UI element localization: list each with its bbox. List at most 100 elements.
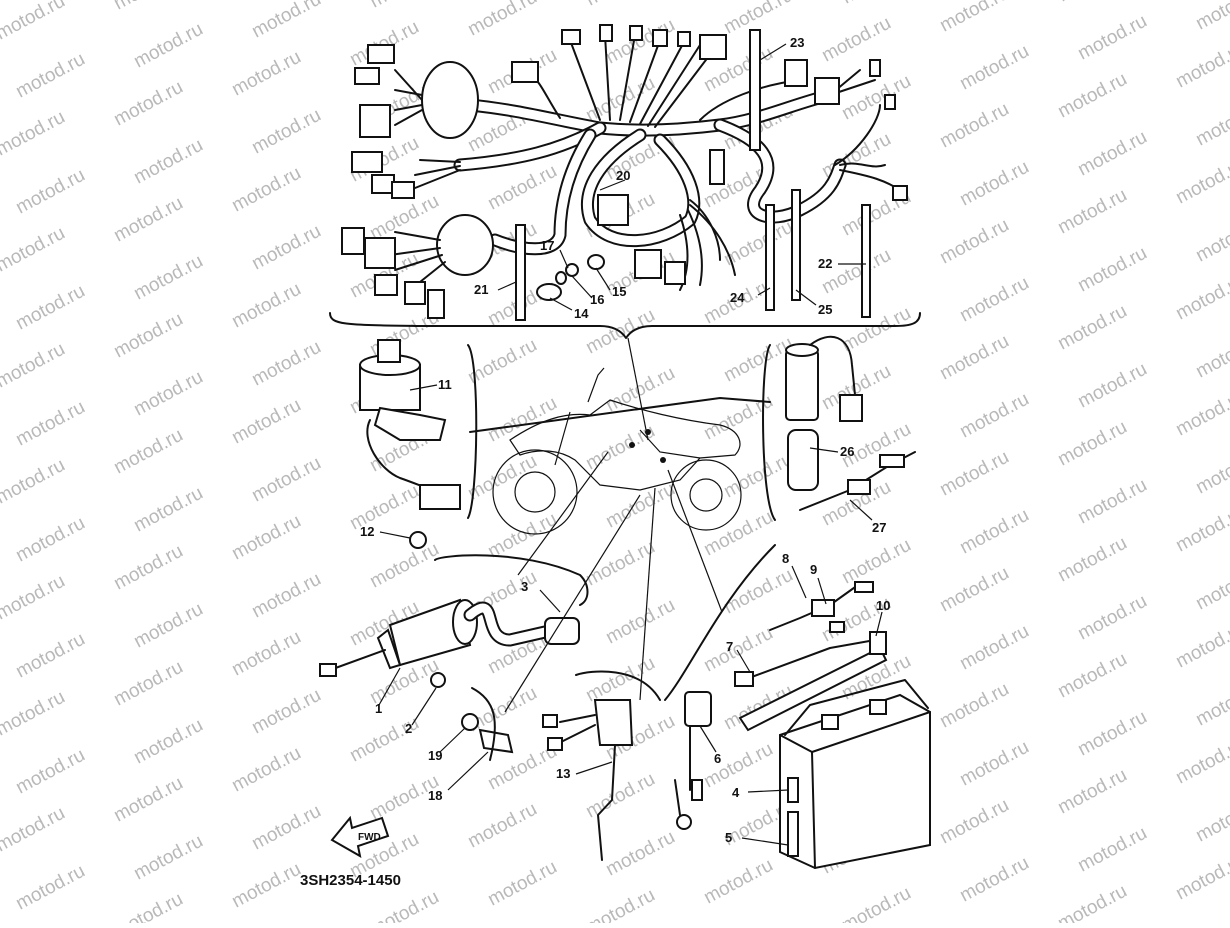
callout-11: 11 <box>438 377 452 392</box>
watermark-text: motod.ru <box>484 161 560 215</box>
watermark-text: motod.ru <box>346 481 422 535</box>
watermark-text: motod.ru <box>1192 793 1230 847</box>
watermark-text: motod.ru <box>464 0 540 40</box>
watermark-text: motod.ru <box>12 49 88 103</box>
callout-9: 9 <box>810 562 817 577</box>
watermark-text: motod.ru <box>1172 387 1230 441</box>
battery <box>664 544 931 870</box>
callout-2: 2 <box>405 721 412 736</box>
watermark-text: motod.ru <box>228 395 304 449</box>
watermark-text: motod.ru <box>700 855 776 909</box>
watermark-text: motod.ru <box>110 309 186 363</box>
watermark-text: motod.ru <box>1074 707 1150 761</box>
callout-leaders <box>378 43 883 846</box>
watermark-text: motod.ru <box>700 507 776 561</box>
watermark-text: motod.ru <box>1172 619 1230 673</box>
watermark-text: motod.ru <box>582 0 658 10</box>
watermark-text: motod.ru <box>720 449 796 503</box>
watermark-text: motod.ru <box>1172 155 1230 209</box>
watermark-text: motod.ru <box>1172 735 1230 789</box>
watermark-text: motod.ru <box>936 99 1012 153</box>
watermark-text: motod.ru <box>956 157 1032 211</box>
watermark-text: motod.ru <box>0 687 69 741</box>
callout-3: 3 <box>521 579 528 594</box>
watermark-text: motod.ru <box>248 685 324 739</box>
callout-18: 18 <box>428 788 442 803</box>
callout-8: 8 <box>782 551 789 566</box>
watermark-text: motod.ru <box>956 505 1032 559</box>
watermark-text: motod.ru <box>228 627 304 681</box>
watermark-text: motod.ru <box>956 41 1032 95</box>
watermark-text: motod.ru <box>110 541 186 595</box>
callout-7: 7 <box>726 639 733 654</box>
watermark-text: motod.ru <box>838 0 914 8</box>
watermark-text: motod.ru <box>130 715 206 769</box>
watermark-text: motod.ru <box>818 245 894 299</box>
watermark-text: motod.ru <box>582 653 658 707</box>
watermark-text: motod.ru <box>936 215 1012 269</box>
callout-6: 6 <box>714 751 721 766</box>
watermark-text: motod.ru <box>1192 561 1230 615</box>
watermark-text: motod.ru <box>936 679 1012 733</box>
watermark-text: motod.ru <box>130 483 206 537</box>
watermark-text: motod.ru <box>582 885 658 923</box>
callout-14: 14 <box>574 306 589 321</box>
watermark-text: motod.ru <box>12 745 88 799</box>
watermark-text: motod.ru <box>936 447 1012 501</box>
watermark-text: motod.ru <box>484 857 560 911</box>
watermark-text: motod.ru <box>936 331 1012 385</box>
watermark-text: motod.ru <box>130 831 206 885</box>
watermark-text: motod.ru <box>110 77 186 131</box>
watermark-text: motod.ru <box>248 0 324 42</box>
watermark-text: motod.ru <box>1192 0 1230 34</box>
watermark-text: motod.ru <box>12 513 88 567</box>
watermark-text: motod.ru <box>1192 97 1230 151</box>
watermark-text: motod.ru <box>0 455 69 509</box>
watermark-text: motod.ru <box>366 539 442 593</box>
watermark-text: motod.ru <box>1192 329 1230 383</box>
watermark-text: motod.ru <box>0 223 69 277</box>
watermark-text: motod.ru <box>1074 591 1150 645</box>
callout-24: 24 <box>730 290 745 305</box>
watermark-text: motod.ru <box>0 107 69 161</box>
ignition-coil <box>319 554 589 688</box>
callout-27: 27 <box>872 520 886 535</box>
watermark-text: motod.ru <box>228 743 304 797</box>
watermark-text: motod.ru <box>1192 677 1230 731</box>
watermark-text: motod.ru <box>1172 271 1230 325</box>
catalog-number: 3SH2354-1450 <box>300 872 401 889</box>
watermark-text: motod.ru <box>130 599 206 653</box>
watermark-text: motod.ru <box>0 571 69 625</box>
diode-assembly <box>762 335 916 521</box>
watermark-text: motod.ru <box>1074 823 1150 877</box>
watermark-text: motod.ru <box>1054 185 1130 239</box>
watermark-text: motod.ru <box>818 13 894 67</box>
callout-1: 1 <box>375 701 382 716</box>
callout-numbers: 1 2 3 4 5 6 7 8 9 10 11 12 13 14 15 16 1… <box>360 35 890 845</box>
watermark-text: motod.ru <box>582 537 658 591</box>
watermark-text: motod.ru <box>110 889 186 923</box>
watermark-text: motod.ru <box>582 769 658 823</box>
watermark-text: motod.ru <box>936 795 1012 849</box>
watermark-text: motod.ru <box>110 657 186 711</box>
watermark-text: motod.ru <box>110 0 186 14</box>
watermark-text: motod.ru <box>12 629 88 683</box>
sidestand-switch <box>542 670 661 861</box>
watermark-text: motod.ru <box>464 799 540 853</box>
callout-5: 5 <box>725 830 732 845</box>
front-arrow-icon: FWD <box>330 815 390 858</box>
watermark-text: motod.ru <box>1054 301 1130 355</box>
watermark-text: motod.ru <box>936 0 1012 36</box>
callout-13: 13 <box>556 766 570 781</box>
callout-4: 4 <box>732 785 740 800</box>
watermark-text: motod.ru <box>1074 243 1150 297</box>
callout-12: 12 <box>360 524 374 539</box>
watermark-text: motod.ru <box>228 859 304 913</box>
callout-16: 16 <box>590 292 604 307</box>
motorcycle-silhouette <box>492 367 742 535</box>
watermark-text: motod.ru <box>1054 881 1130 923</box>
watermark-text: motod.ru <box>1054 649 1130 703</box>
watermark-text: motod.ru <box>1172 503 1230 557</box>
